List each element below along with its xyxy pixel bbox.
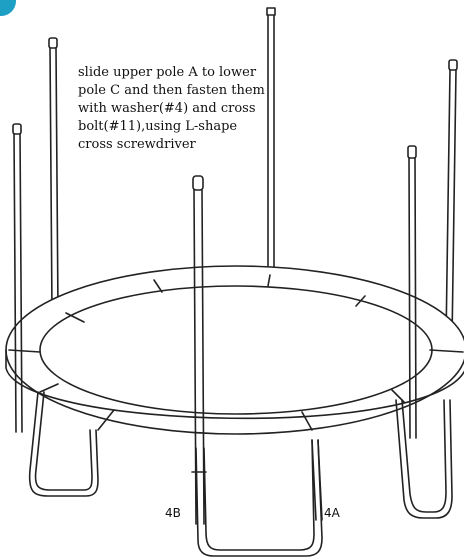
- enclosure-pole-front-right: [407, 145, 417, 439]
- instruction-line: cross screwdriver: [78, 137, 196, 152]
- instruction-line: with washer(#4) and cross: [78, 101, 256, 116]
- part-label-4a: 4A: [324, 506, 340, 520]
- frame-outer-ring: [5, 265, 464, 435]
- instruction-line: pole C and then fasten them: [78, 83, 265, 98]
- instruction-line: bolt(#11),using L-shape: [78, 119, 238, 134]
- leg-right: [395, 399, 453, 519]
- enclosure-pole-front-left: [12, 123, 23, 433]
- leg-left: [28, 391, 99, 497]
- part-label-4b: 4B: [165, 506, 181, 520]
- leg-front-4a: [311, 439, 323, 521]
- enclosure-pole-back-right: [445, 59, 458, 341]
- frame-side-band: [5, 349, 464, 420]
- assembly-instruction-text: slide upper pole A to lower pole C and t…: [78, 64, 278, 154]
- leg-front-4b: [195, 439, 323, 557]
- instruction-line: slide upper pole A to lower: [78, 65, 257, 80]
- enclosure-pole-back-center: [266, 7, 276, 289]
- enclosure-pole-back-left: [48, 37, 59, 313]
